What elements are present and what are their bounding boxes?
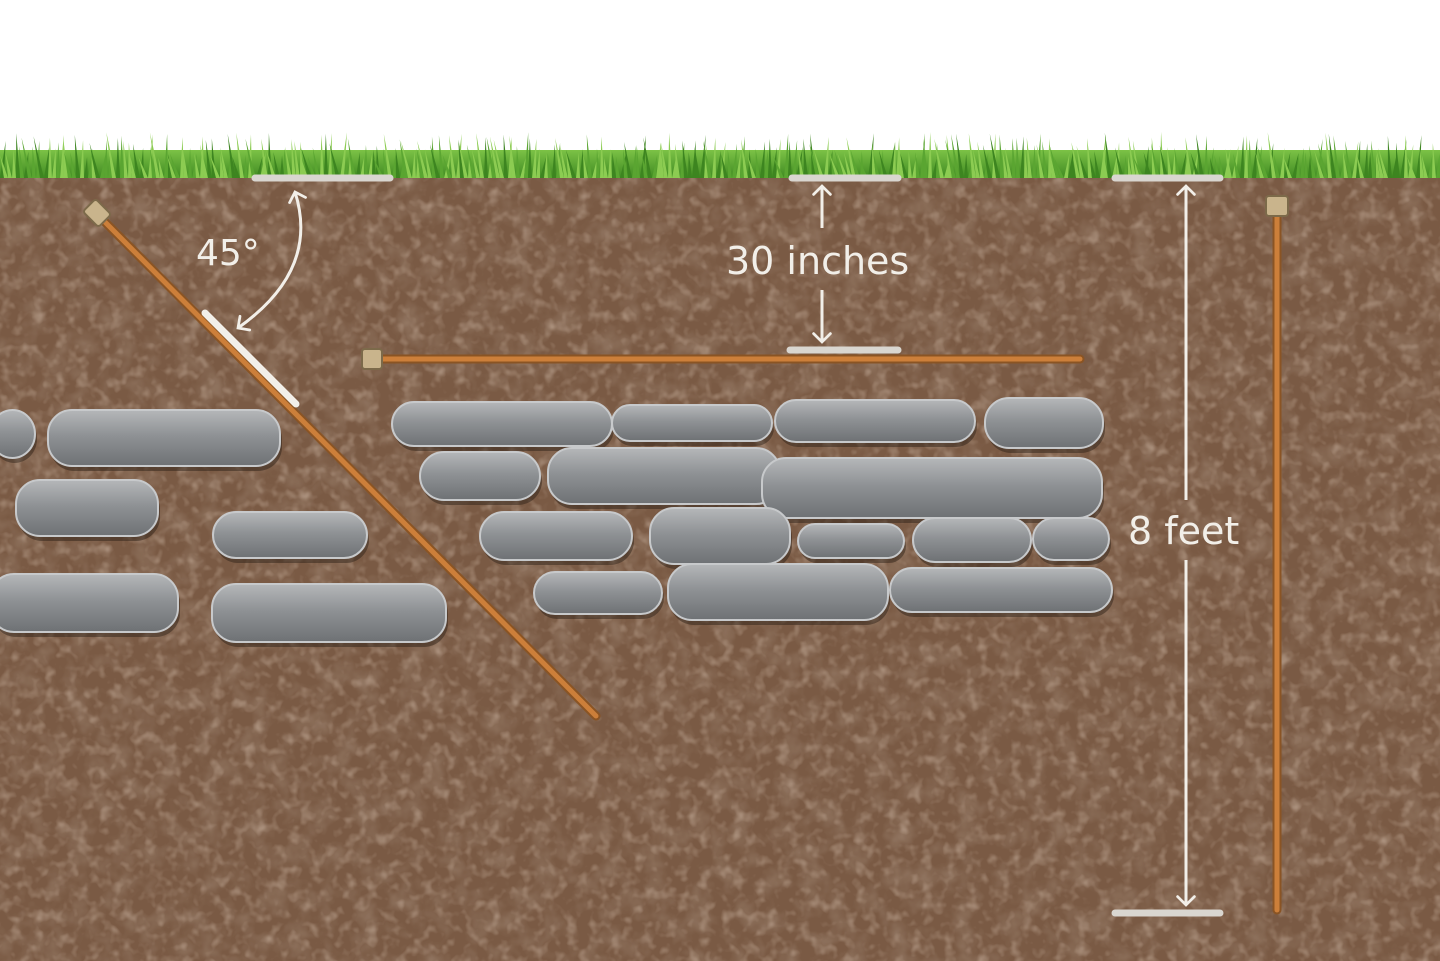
rock: [1032, 517, 1110, 561]
deep-depth-label: 8 feet: [1128, 509, 1239, 553]
rock: [391, 401, 613, 447]
deep-depth-annotation: 8 feet: [1111, 174, 1239, 917]
rock: [611, 404, 773, 442]
rock: [15, 479, 159, 537]
rock-layer: [0, 397, 1114, 647]
rock: [212, 511, 368, 559]
shallow-depth-label: 30 inches: [726, 239, 909, 283]
rock: [533, 571, 663, 615]
rock: [912, 517, 1032, 563]
rock: [47, 409, 281, 467]
rock: [797, 523, 905, 559]
rock: [419, 451, 541, 501]
ground-rod-horizontal: [361, 348, 1085, 370]
angle-label: 45°: [196, 233, 260, 274]
shallow-depth-annotation: 30 inches: [726, 174, 909, 354]
rock: [649, 507, 791, 565]
rock: [547, 447, 781, 505]
rock: [774, 399, 976, 443]
rock: [889, 567, 1113, 613]
grass-strip: [0, 132, 1440, 178]
rock: [0, 573, 179, 633]
ground-rod-vertical: [1265, 195, 1289, 915]
ground-rod-angled: [83, 199, 601, 721]
rock: [211, 583, 447, 643]
rock: [761, 457, 1103, 519]
angle-annotation: 45°: [196, 174, 394, 408]
rock: [479, 511, 633, 561]
rock: [667, 563, 889, 621]
rock: [0, 409, 36, 459]
rock: [984, 397, 1104, 449]
